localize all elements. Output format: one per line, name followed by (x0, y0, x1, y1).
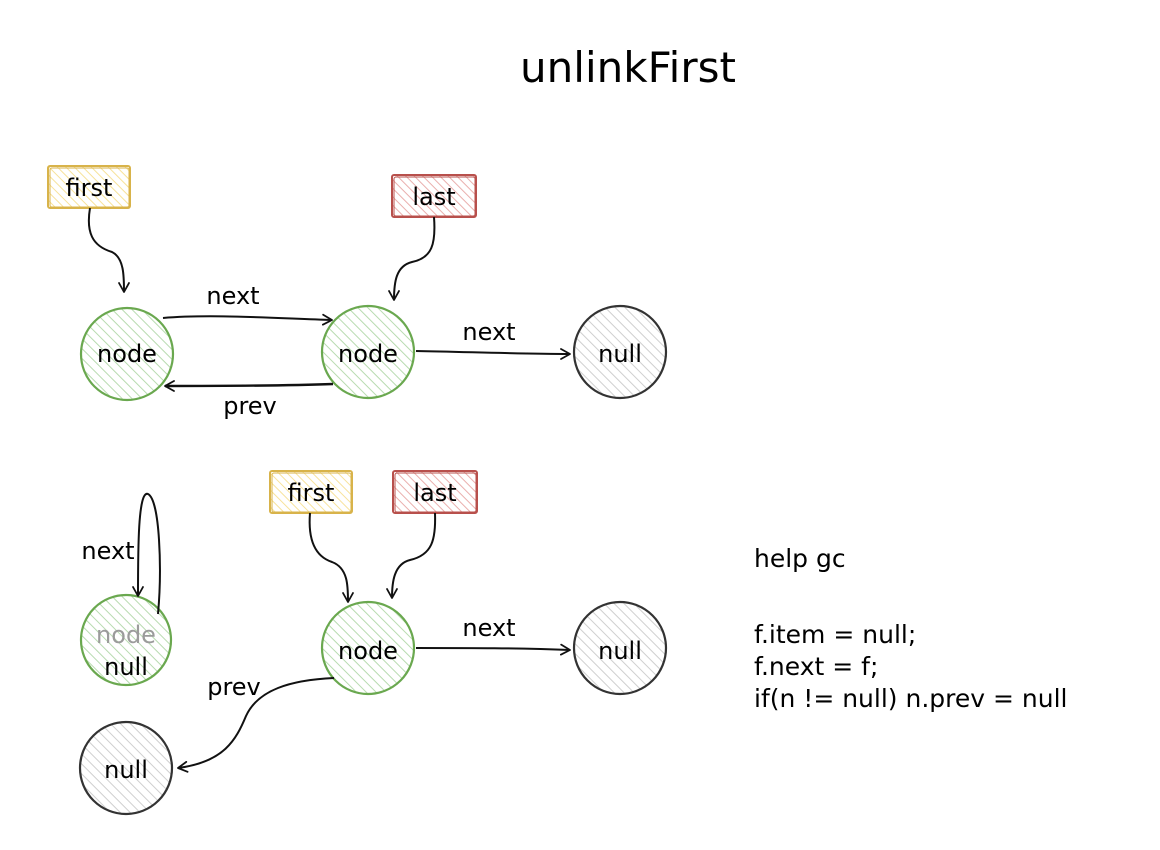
bottom-null-circle (572, 600, 668, 696)
top-node-1-label: node (97, 340, 157, 368)
top-next-arrow-2 (415, 348, 571, 360)
bottom-first-box-sketch (271, 472, 352, 513)
top-node-2-label: node (338, 340, 398, 368)
bottom-first-label: first (288, 479, 335, 507)
top-first-box-sketch (49, 167, 130, 208)
bottom-diagram: first last node null next node null (78, 470, 668, 816)
top-next-label-2: next (462, 318, 515, 346)
bottom-last-label: last (413, 479, 456, 507)
bottom-old-node: node null (79, 593, 173, 687)
bottom-last-arrow (386, 512, 437, 599)
bottom-first-box (269, 470, 353, 514)
bottom-prev-label: prev (207, 673, 261, 701)
top-null-label: null (598, 340, 642, 368)
bottom-first-arrow (308, 512, 354, 603)
top-last-pointer: last (391, 174, 477, 218)
top-first-arrow (87, 207, 130, 293)
bottom-prev-null-circle (78, 720, 174, 816)
top-next-label-1: next (206, 282, 259, 310)
bottom-prev-arrow (177, 677, 335, 773)
bottom-first-pointer: first (269, 470, 353, 514)
diagram-title: unlinkFirst (520, 43, 736, 92)
bottom-old-node-null-label: null (104, 653, 148, 681)
top-next-arrow-1 (162, 313, 333, 326)
top-node-2-circle (320, 304, 416, 400)
bottom-old-next-loop-arrow (132, 493, 161, 615)
bottom-prev-null-node: null (78, 720, 174, 816)
bottom-prev-null-label: null (104, 756, 148, 784)
bottom-null-node: null (572, 600, 668, 696)
bottom-node-label: node (338, 637, 398, 665)
top-node-1-circle (79, 306, 175, 402)
gc-notes-heading: help gc (754, 544, 846, 573)
bottom-old-node-circle (79, 593, 173, 687)
top-last-label: last (412, 183, 455, 211)
gc-notes: help gc f.item = null; f.next = f; if(n … (754, 544, 1067, 713)
top-last-arrow (388, 216, 436, 301)
bottom-last-box-sketch (394, 472, 477, 513)
bottom-next-label: next (462, 614, 515, 642)
bottom-next-arrow (415, 643, 571, 656)
bottom-old-next-label: next (81, 537, 134, 565)
gc-notes-line: if(n != null) n.prev = null (754, 684, 1067, 713)
top-prev-arrow (164, 380, 334, 392)
top-first-label: first (66, 174, 113, 202)
top-last-box-sketch (393, 176, 476, 217)
top-diagram: first last node node null next prev (47, 165, 668, 420)
bottom-null-label: null (598, 637, 642, 665)
top-prev-label: prev (223, 392, 277, 420)
top-node-2: node (320, 304, 416, 400)
bottom-old-node-label: node (96, 621, 156, 649)
top-node-1: node (79, 306, 175, 402)
bottom-node: node (320, 600, 416, 696)
bottom-node-circle (320, 600, 416, 696)
gc-notes-line: f.next = f; (754, 652, 878, 681)
top-null-circle (572, 304, 668, 400)
bottom-last-pointer: last (392, 470, 478, 514)
top-null-node: null (572, 304, 668, 400)
top-first-pointer: first (47, 165, 131, 209)
gc-notes-line: f.item = null; (754, 620, 916, 649)
